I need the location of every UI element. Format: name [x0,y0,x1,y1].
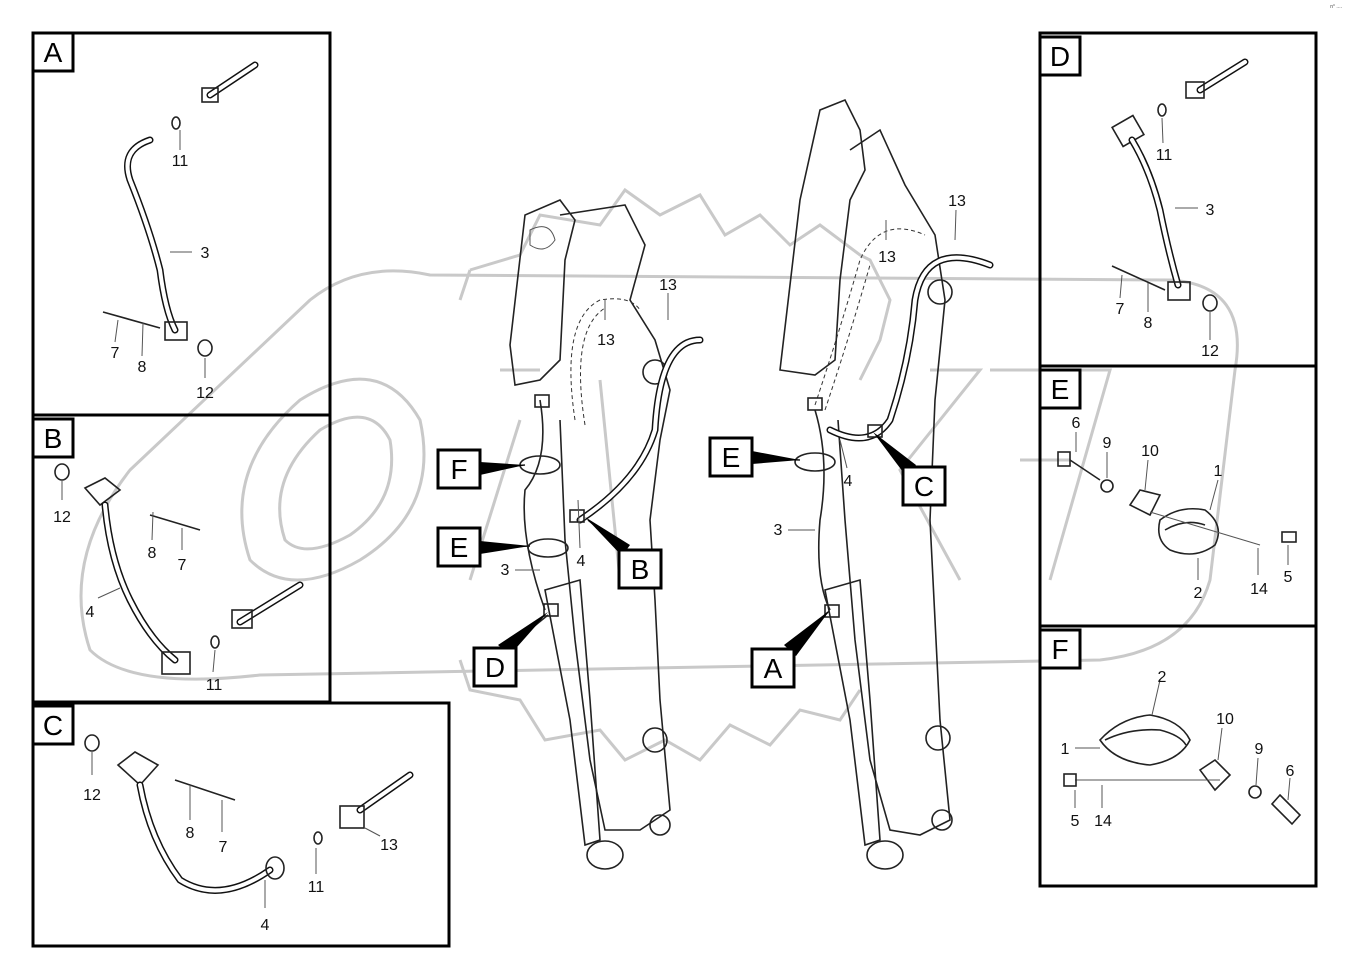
corner-mark: n° .... [1330,4,1342,10]
left-label-13-upper: 13 [659,277,677,294]
tag-E-left-label: E [450,532,469,563]
panel-D-label-11: 11 [1156,147,1173,164]
panel-A: A 11 3 7 8 12 [31,31,332,417]
left-label-13-lower: 13 [597,332,615,349]
panel-F-tag[interactable] [1038,628,1082,670]
tag-D-left[interactable] [472,646,518,688]
right-label-3: 3 [774,522,783,539]
panel-E-label-14: 14 [1250,581,1268,598]
left-boom [509,199,704,870]
panel-F-label-2: 2 [1158,669,1167,686]
tag-C-right-label: C [914,471,934,502]
panel-F-label-10: 10 [1216,711,1234,728]
panel-F-label-5: 5 [1071,813,1080,830]
tag-A-right[interactable] [750,647,796,689]
panel-A-label-12: 12 [196,385,214,402]
tag-B-left[interactable] [617,548,663,590]
panel-F-label-1: 1 [1061,741,1070,758]
panel-F-label-6: 6 [1286,763,1295,780]
panel-C-tag[interactable] [31,704,75,746]
panel-B-label-11: 11 [206,677,223,694]
panel-F-label-14: 14 [1094,813,1112,830]
tag-A-right-label: A [764,653,783,684]
panel-E-tag[interactable] [1038,368,1082,410]
panel-A-label-8: 8 [138,359,147,376]
panel-E-letter: E [1051,374,1070,405]
right-label-4: 4 [844,473,853,490]
panel-A-label-11: 11 [172,153,189,170]
panel-D: D 11 3 7 8 12 [1038,31,1318,368]
right-label-13-upper: 13 [948,193,966,210]
panel-D-label-7: 7 [1116,301,1125,318]
left-label-4: 4 [577,553,586,570]
panel-D-letter: D [1050,41,1070,72]
panel-C-label-12: 12 [83,787,101,804]
tag-C-right[interactable] [901,465,947,507]
panel-C-label-8: 8 [186,825,195,842]
panel-C-label-13: 13 [380,837,398,854]
panel-B-label-7: 7 [178,557,187,574]
panel-D-tag[interactable] [1038,35,1082,77]
panel-E-label-5: 5 [1284,569,1293,586]
right-label-13-lower: 13 [878,249,896,266]
right-boom [779,98,994,870]
tag-E-right-label: E [722,442,741,473]
panel-B: B 12 8 7 4 11 [31,413,332,704]
tag-B-left-label: B [631,554,650,585]
panel-D-label-8: 8 [1144,315,1153,332]
tag-D-left-label: D [485,652,505,683]
panel-F-label-9: 9 [1255,741,1264,758]
panel-C-label-7: 7 [219,839,228,856]
panel-E-label-10: 10 [1141,443,1159,460]
panel-E-label-1: 1 [1214,463,1223,480]
left-label-3: 3 [501,562,510,579]
tag-F-left[interactable] [436,448,482,490]
panel-B-label-8: 8 [148,545,157,562]
panel-A-label-7: 7 [111,345,120,362]
panel-E-label-6: 6 [1072,415,1081,432]
panel-C-letter: C [43,710,63,741]
panel-B-label-12: 12 [53,509,71,526]
panel-F: F 2 1 10 9 6 5 14 [1038,624,1318,888]
panel-B-letter: B [44,423,63,454]
panel-D-label-3: 3 [1206,202,1215,219]
panel-C: C 12 8 7 4 11 13 [31,701,451,948]
tag-E-left[interactable] [436,526,482,568]
panel-F-letter: F [1051,634,1068,665]
panel-C-label-4: 4 [261,917,270,934]
panel-A-tag[interactable] [31,31,75,73]
panel-E-label-2: 2 [1194,585,1203,602]
panel-B-label-4: 4 [86,604,95,621]
panel-E: E 6 9 10 1 2 14 5 [1038,364,1318,628]
panel-C-label-11: 11 [308,879,325,896]
tag-F-left-label: F [450,454,467,485]
panel-A-label-3: 3 [201,245,210,262]
tag-E-right[interactable] [708,436,754,478]
panel-E-label-9: 9 [1103,435,1112,452]
panel-B-tag[interactable] [31,417,75,459]
panel-A-letter: A [44,37,63,68]
panel-D-label-12: 12 [1201,343,1219,360]
